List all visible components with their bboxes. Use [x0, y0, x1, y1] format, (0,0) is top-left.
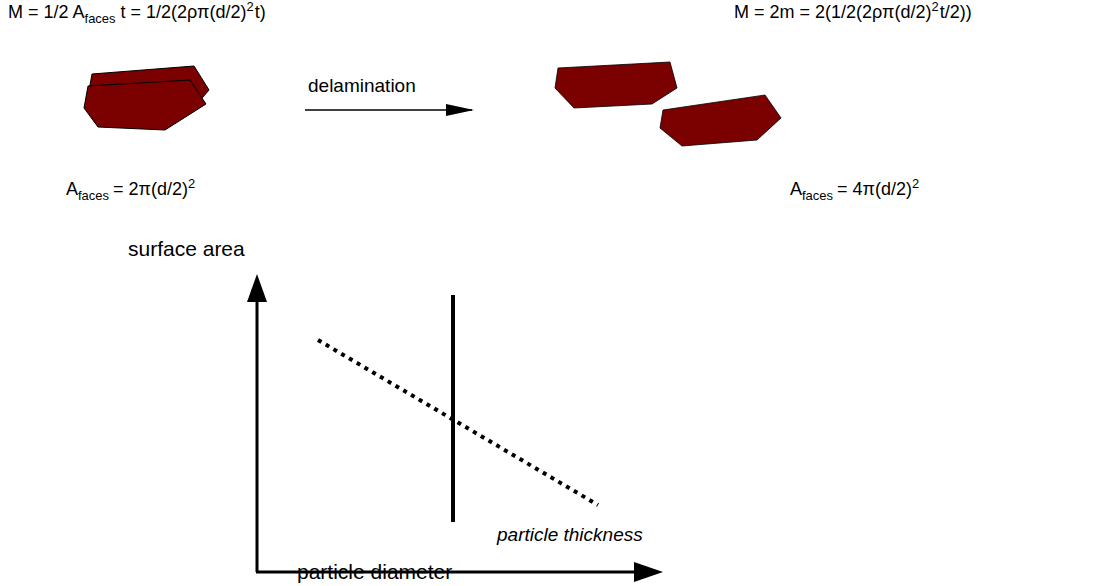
- text-group: M = 1/2 Afaces t = 1/2(2ρπ(d/2)2t): [8, 0, 266, 26]
- arrowhead: [247, 274, 267, 302]
- subscript: faces: [78, 188, 109, 203]
- plate: [660, 95, 781, 146]
- y-axis: [256, 300, 259, 572]
- arrowhead: [446, 104, 474, 116]
- formula-text: particle thickness: [497, 524, 643, 545]
- exponent: 2: [246, 0, 253, 14]
- formula-text: M = 2m = 2(1/2(2ρπ(d/2): [734, 2, 931, 22]
- text-group: Afaces = 2π(d/2)2: [66, 176, 195, 203]
- diameter-line: [451, 295, 455, 522]
- subscript: faces: [85, 11, 116, 26]
- formula-text: t/2)): [940, 2, 972, 22]
- arrowhead: [634, 562, 663, 582]
- text-group: particle diameter: [297, 559, 452, 584]
- text-group: delamination: [308, 75, 416, 98]
- exponent: 2: [931, 0, 938, 14]
- exponent: 2: [912, 176, 919, 191]
- formula-text: t): [255, 2, 266, 22]
- formula-text: A: [66, 179, 78, 199]
- text-group: Afaces = 4π(d/2)2: [790, 176, 919, 203]
- formula-text: delamination: [308, 75, 416, 96]
- formula-text: = 4π(d/2): [837, 179, 912, 199]
- text-group: surface area: [128, 236, 245, 261]
- formula-text: particle diameter: [297, 560, 452, 583]
- formula-text: = 2π(d/2): [113, 179, 188, 199]
- text-group: particle thickness: [497, 524, 643, 547]
- exponent: 2: [188, 176, 195, 191]
- formula-text: t = 1/2(2ρπ(d/2): [121, 2, 247, 22]
- formula-text: A: [790, 179, 802, 199]
- formula-text: surface area: [128, 237, 245, 260]
- thickness-line: [318, 340, 598, 505]
- plate: [84, 80, 206, 130]
- formula-text: M = 1/2 A: [8, 2, 85, 22]
- subscript: faces: [802, 188, 833, 203]
- text-group: M = 2m = 2(1/2(2ρπ(d/2)2t/2)): [734, 0, 972, 24]
- plate: [555, 62, 677, 108]
